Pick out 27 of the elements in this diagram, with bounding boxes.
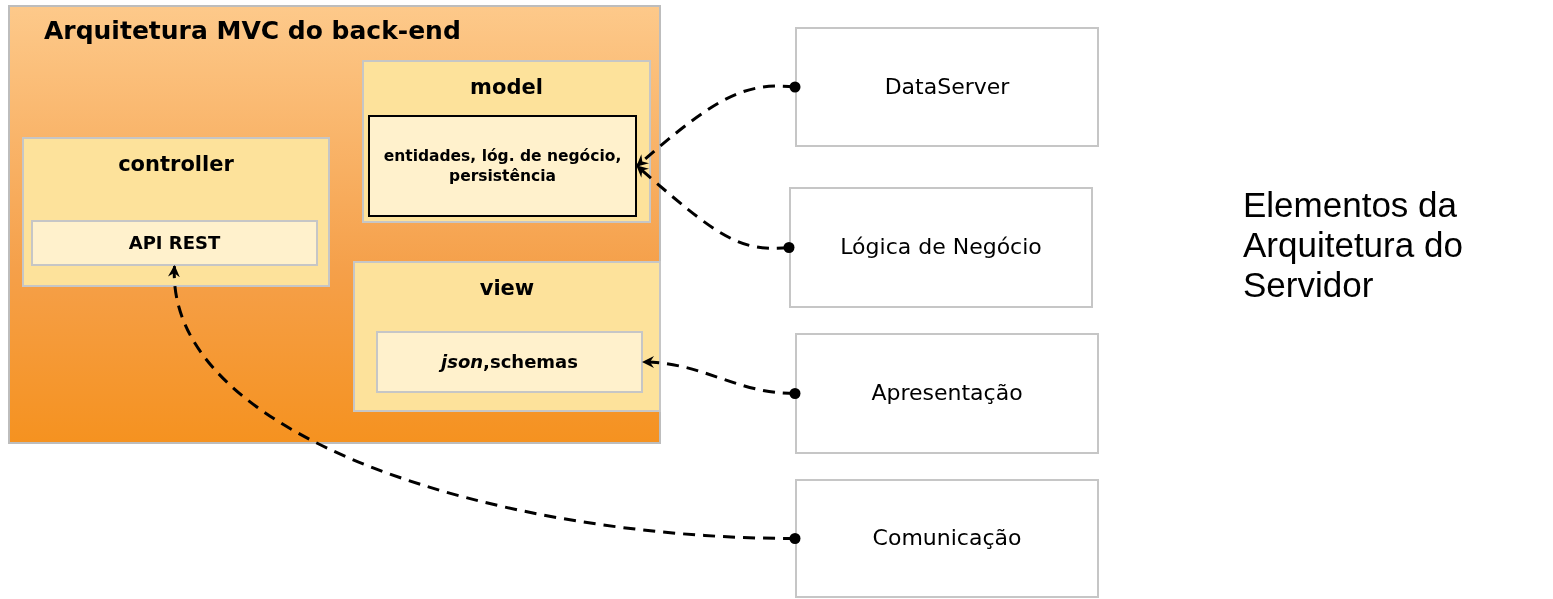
dashed-arrow — [636, 81, 801, 168]
node-text: API REST — [127, 231, 222, 255]
element-box — [795, 333, 1099, 454]
dashed-arrow — [642, 356, 801, 399]
component-box — [362, 60, 651, 223]
element-box — [789, 187, 1093, 308]
node-text: entidades, lóg. de negócio, persistência — [382, 145, 623, 187]
element-box — [795, 479, 1099, 598]
content-box — [376, 331, 643, 393]
container-panel — [8, 5, 661, 444]
node-text: Apresentação — [870, 379, 1024, 408]
component-box — [353, 261, 661, 412]
dashed-arrow — [636, 164, 795, 253]
node-text: json,schemas — [435, 350, 584, 374]
heading: Arquitetura MVC do back-end — [43, 15, 462, 47]
content-box — [368, 115, 637, 217]
heading: model — [469, 74, 544, 101]
component-box — [22, 137, 330, 287]
heading: view — [478, 275, 536, 302]
node-text: Comunicação — [871, 524, 1023, 553]
node-text: Lógica de Negócio — [839, 233, 1043, 262]
node-text: DataServer — [883, 72, 1011, 101]
side-title: Elementos da Arquitetura do Servidor — [1243, 185, 1464, 305]
dashed-arrow — [169, 265, 801, 544]
element-box — [795, 27, 1099, 147]
heading: controller — [117, 151, 235, 178]
content-box — [31, 220, 318, 266]
